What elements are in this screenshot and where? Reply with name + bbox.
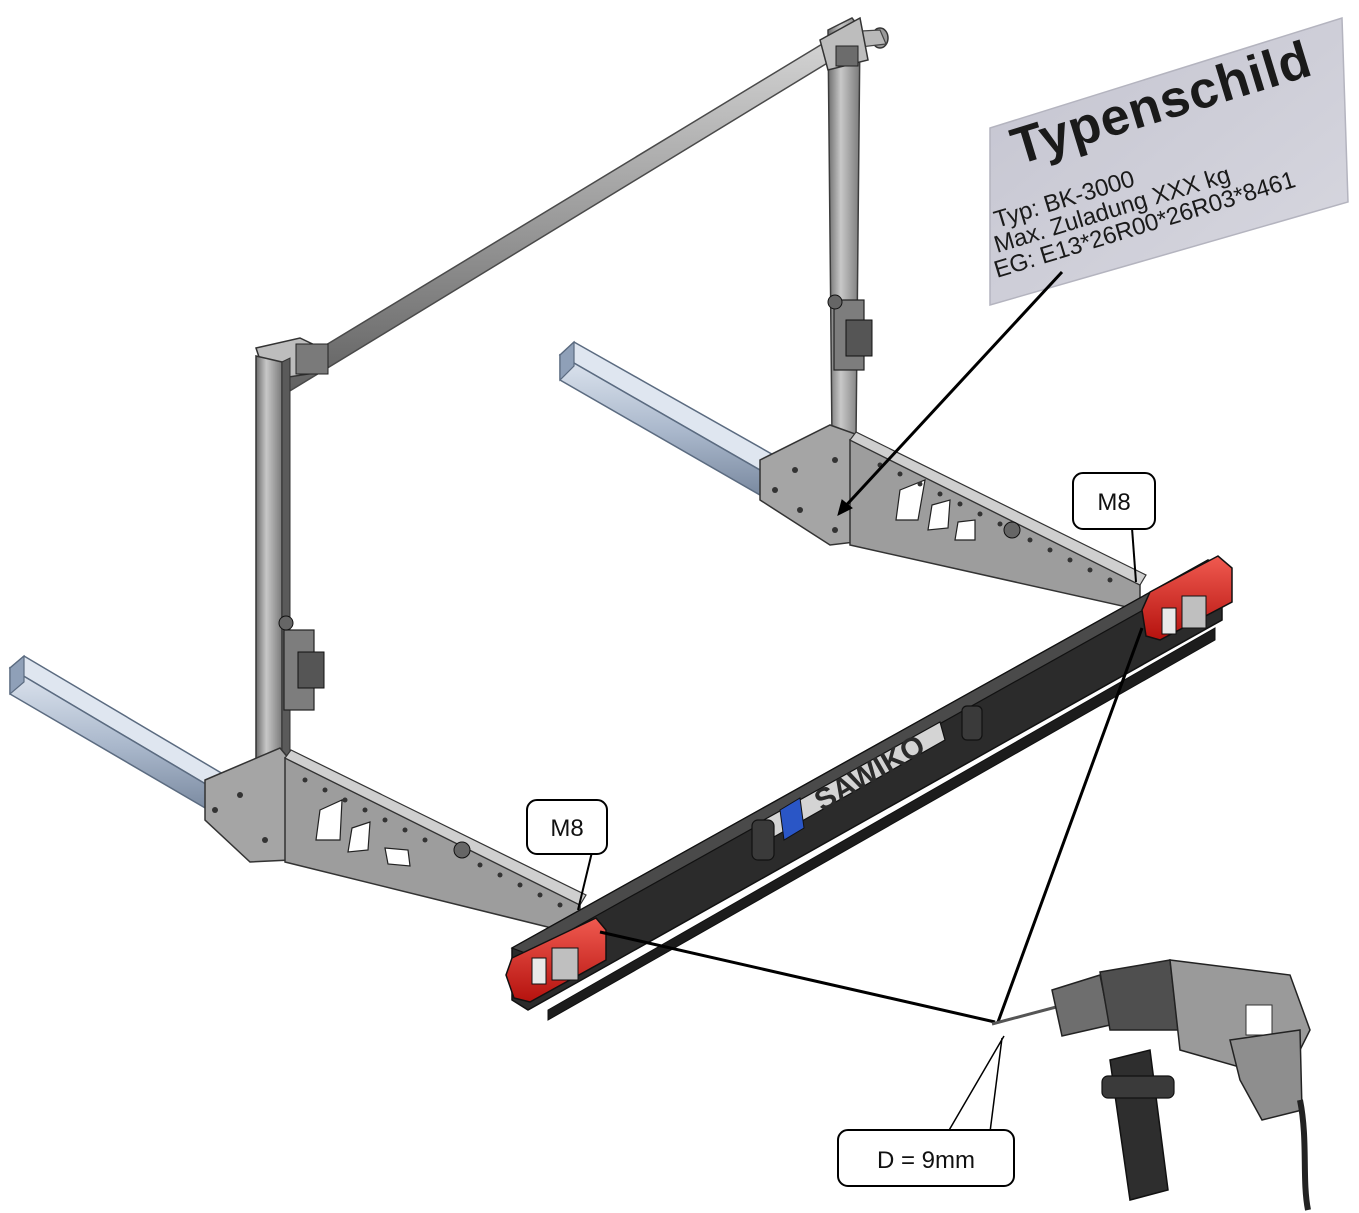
rear-post [819, 16, 873, 441]
callout-m8-left: M8 [526, 799, 608, 855]
right-tail-lamp [1141, 555, 1233, 641]
type-plate: Typenschild Typ: BK-3000 Max. Zuladung X… [989, 16, 1349, 306]
front-bracket [204, 747, 587, 936]
callout-drill-diameter-label: D = 9mm [877, 1147, 975, 1174]
front-post [255, 337, 329, 862]
rear-arm-tube [558, 340, 802, 512]
callout-m8-left-label: M8 [550, 815, 583, 842]
callout-m8-right-label: M8 [1097, 489, 1130, 516]
leader-lines [577, 270, 1144, 1133]
callout-m8-right: M8 [1072, 472, 1156, 530]
drill-icon [991, 959, 1311, 1211]
type-plate-leader [838, 270, 1064, 514]
m8-right-leader [1131, 527, 1137, 583]
diameter-leader-a [947, 1035, 1005, 1133]
drill-leader-right-lamp [996, 627, 1144, 1023]
m8-left-leader [577, 851, 593, 911]
rear-bracket [759, 424, 1147, 611]
callout-drill-diameter: D = 9mm [837, 1129, 1015, 1187]
left-tail-lamp [505, 917, 607, 1003]
light-bar: SAWIKO [505, 555, 1233, 1021]
drill-leader-left-lamp [599, 930, 996, 1024]
diameter-leader-b [989, 1037, 1003, 1133]
